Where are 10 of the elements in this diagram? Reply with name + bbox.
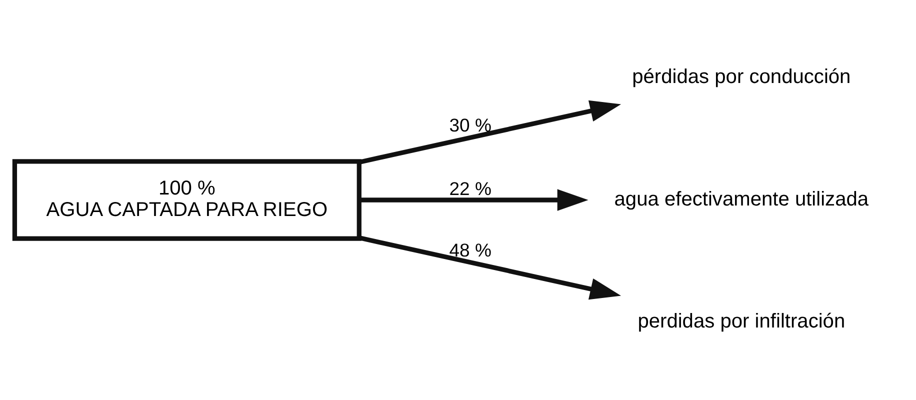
node-box: 100 % AGUA CAPTADA PARA RIEGO <box>12 159 362 241</box>
node-text: pérdidas por conducción <box>632 66 851 88</box>
edge-label: 22 % <box>449 178 492 199</box>
node-text: agua efectivamente utilizada <box>614 188 869 210</box>
node-text: perdidas por infiltración <box>638 310 846 332</box>
arrow <box>359 189 588 211</box>
edge-label: 48 % <box>449 240 492 261</box>
edge-label: 30 % <box>449 114 492 136</box>
arrow <box>358 100 622 164</box>
arrow <box>358 236 622 300</box>
